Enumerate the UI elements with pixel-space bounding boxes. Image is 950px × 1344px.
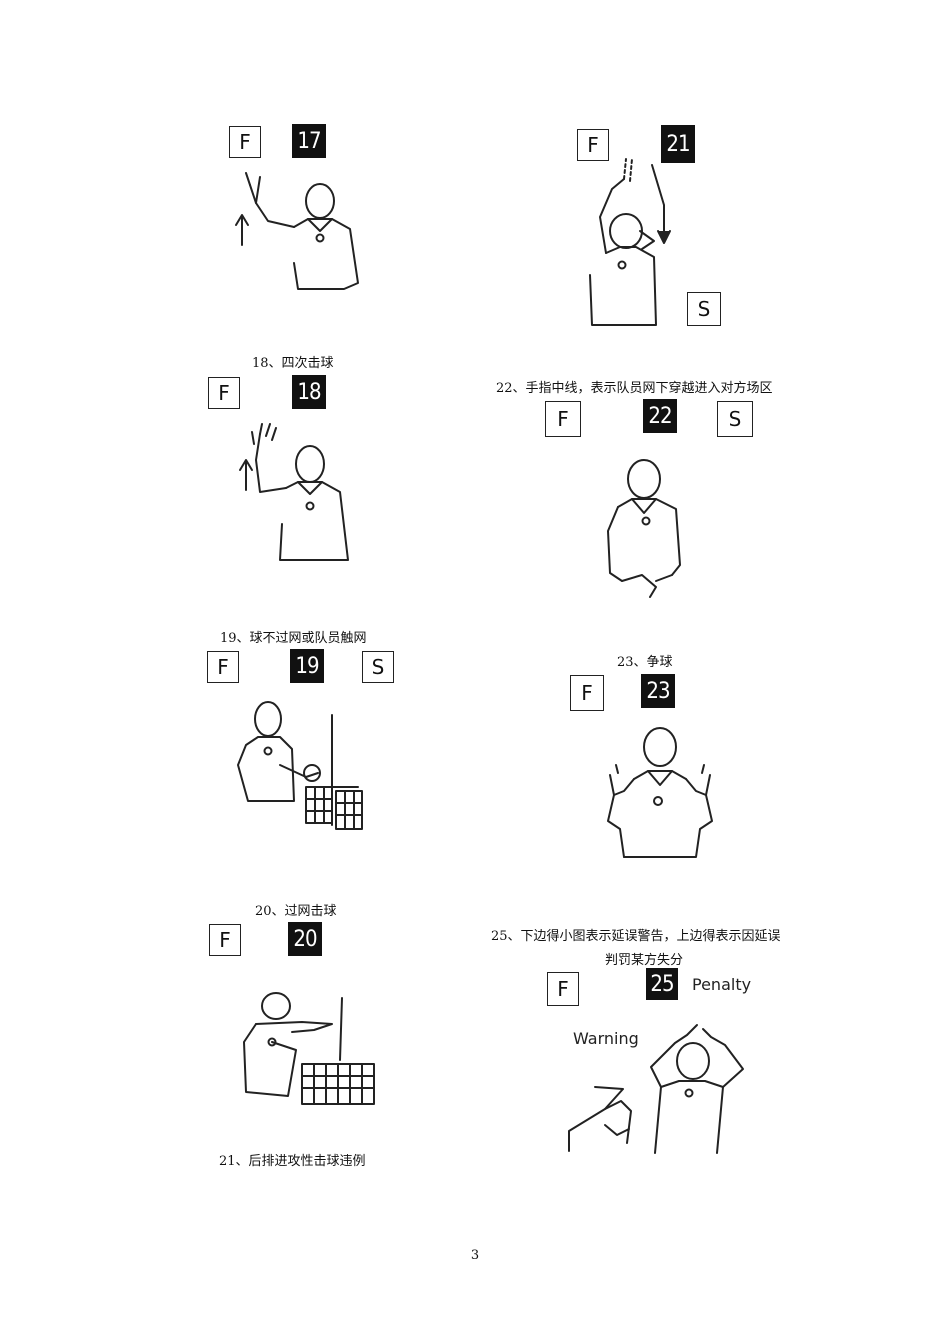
number-badge-21: 21 — [661, 125, 695, 163]
referee-illustration-20 — [232, 990, 377, 1110]
caption-19: 19、球不过网或队员触网 — [220, 631, 367, 646]
f-badge-23: F — [570, 675, 604, 711]
f-badge-19: F — [207, 651, 239, 683]
caption-25-line2: 判罚某方失分 — [605, 953, 684, 968]
number-badge-17: 17 — [292, 124, 326, 158]
caption-20: 20、过网击球 — [255, 904, 337, 919]
caption-23: 23、争球 — [617, 655, 673, 670]
warning-label: Warning — [573, 1029, 639, 1048]
f-badge-18: F — [208, 377, 240, 409]
number-badge-18: 18 — [292, 375, 326, 409]
page-number: 3 — [470, 1248, 480, 1263]
penalty-label: Penalty — [692, 975, 752, 994]
referee-illustration-18 — [238, 420, 358, 570]
number-badge-19: 19 — [290, 649, 324, 683]
caption-21: 21、后排进攻性击球违例 — [219, 1154, 366, 1169]
number-badge-20: 20 — [288, 922, 322, 956]
s-badge-22: S — [717, 401, 753, 437]
f-badge-22: F — [545, 401, 581, 437]
s-badge-19: S — [362, 651, 394, 683]
f-badge-21: F — [577, 129, 609, 161]
caption-25-line1: 25、下边得小图表示延误警告，上边得表示因延误 — [491, 929, 781, 944]
referee-illustration-22 — [598, 455, 693, 605]
f-badge-17: F — [229, 126, 261, 158]
caption-18: 18、四次击球 — [252, 356, 334, 371]
f-badge-25: F — [547, 972, 579, 1006]
referee-illustration-19 — [232, 695, 372, 835]
referee-illustration-17 — [232, 165, 382, 315]
referee-illustration-23 — [600, 725, 720, 865]
s-badge-21: S — [687, 292, 721, 326]
f-badge-20: F — [209, 924, 241, 956]
caption-22: 22、手指中线，表示队员网下穿越进入对方场区 — [496, 381, 773, 396]
number-badge-25: 25 — [646, 968, 678, 1000]
number-badge-22: 22 — [643, 399, 677, 433]
number-badge-23: 23 — [641, 674, 675, 708]
referee-illustration-21 — [578, 145, 678, 330]
referee-illustration-25 — [565, 1015, 750, 1155]
